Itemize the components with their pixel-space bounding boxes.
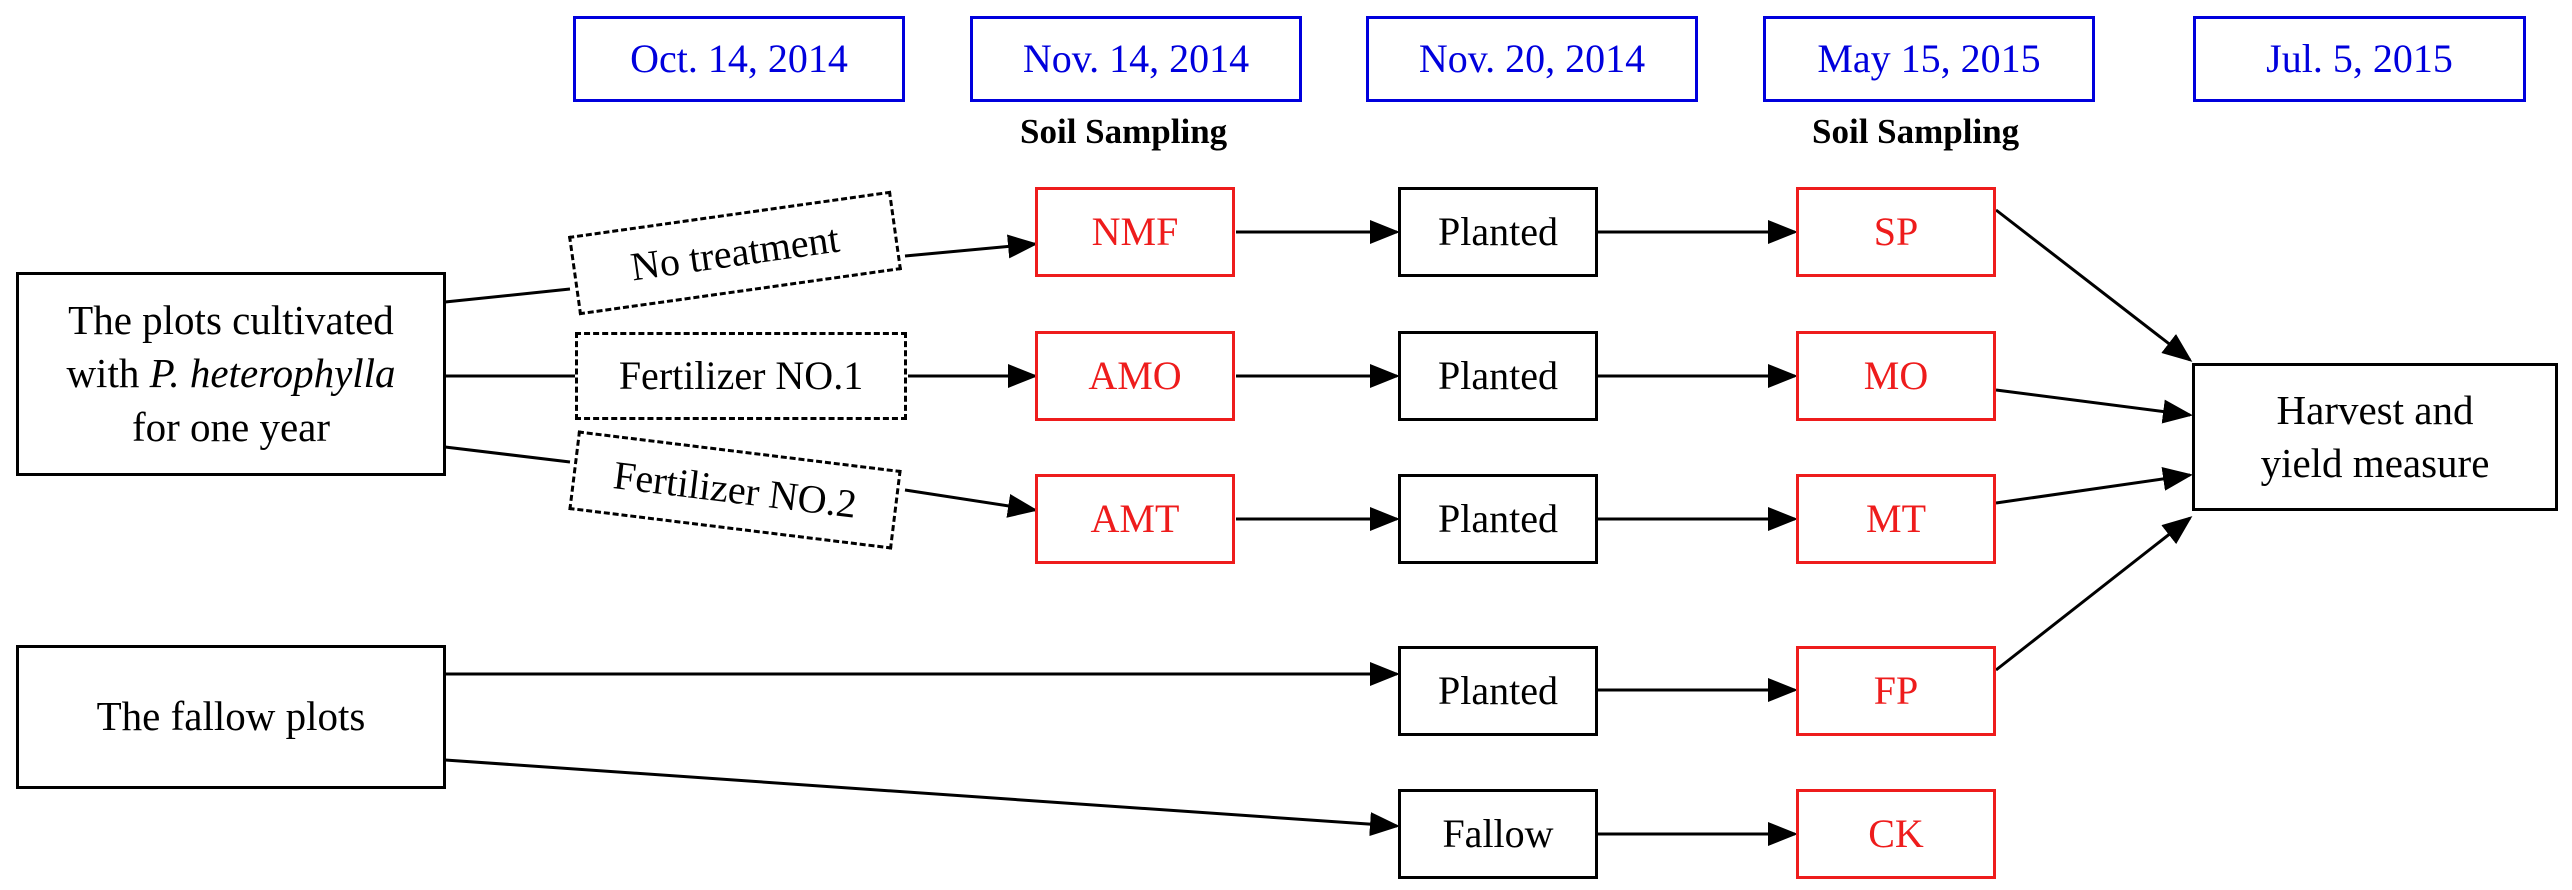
date-box-may-15-2015: May 15, 2015	[1763, 16, 2095, 102]
group-ck: CK	[1796, 789, 1996, 879]
group-mo: MO	[1796, 331, 1996, 421]
status-planted-3: Planted	[1398, 474, 1598, 564]
group-fp: FP	[1796, 646, 1996, 736]
status-planted-4: Planted	[1398, 646, 1598, 736]
group-sp: SP	[1796, 187, 1996, 277]
date-box-nov-20-2014: Nov. 20, 2014	[1366, 16, 1698, 102]
harvest-box: Harvest and yield measure	[2192, 363, 2558, 511]
group-nmf: NMF	[1035, 187, 1235, 277]
arrow-fertilizer-2-to-amt	[904, 488, 1038, 518]
cultivated-line-3: for one year	[131, 403, 331, 450]
soil-sampling-label-nov: Soil Sampling	[1020, 112, 1228, 151]
line-cultivated-to-fertilizer-2	[444, 445, 571, 464]
treatment-fertilizer-1: Fertilizer NO.1	[575, 332, 907, 420]
arrow-sp-to-harvest	[1995, 208, 2193, 362]
group-amt: AMT	[1035, 474, 1235, 564]
arrow-no-treatment-to-nmf	[904, 234, 1038, 259]
harvest-line-2: yield measure	[2260, 440, 2490, 486]
status-planted-2: Planted	[1398, 331, 1598, 421]
cultivated-line-2-prefix: with	[66, 350, 140, 397]
harvest-line-1: Harvest and	[2276, 386, 2474, 433]
group-mt: MT	[1796, 474, 1996, 564]
group-amo: AMO	[1035, 331, 1235, 421]
date-box-oct-14-2014: Oct. 14, 2014	[573, 16, 905, 102]
cultivated-line-2: with P. heterophylla	[66, 347, 395, 400]
date-box-nov-14-2014: Nov. 14, 2014	[970, 16, 1302, 102]
arrow-mt-to-harvest	[1995, 466, 2193, 505]
arrow-fallow-to-fallow	[444, 758, 1400, 837]
cultivated-line-1: The plots cultivated	[68, 297, 394, 344]
arrow-fp-to-harvest	[1995, 516, 2193, 672]
date-box-jul-5-2015: Jul. 5, 2015	[2193, 16, 2526, 102]
species-name: P. heterophylla	[149, 350, 396, 397]
status-planted-1: Planted	[1398, 187, 1598, 277]
line-cultivated-to-no-treatment	[444, 287, 571, 304]
arrow-mo-to-harvest	[1995, 388, 2193, 424]
cultivated-plots-box: The plots cultivated with P. heterophyll…	[16, 272, 446, 476]
status-fallow: Fallow	[1398, 789, 1598, 879]
soil-sampling-label-may: Soil Sampling	[1812, 112, 2020, 151]
fallow-plots-box: The fallow plots	[16, 645, 446, 789]
